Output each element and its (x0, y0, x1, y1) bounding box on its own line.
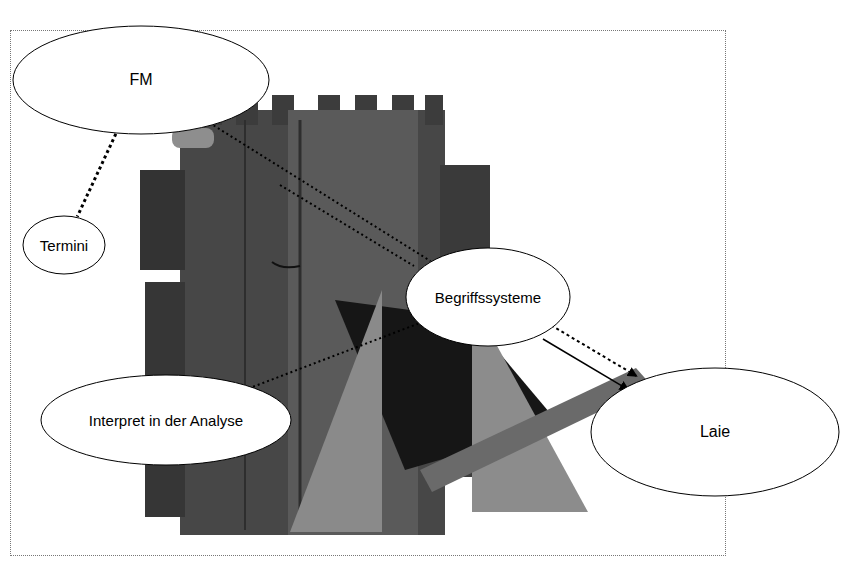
left-column (140, 170, 185, 270)
left-brace (290, 290, 382, 532)
node-label: Termini (40, 237, 88, 254)
ellipse-node: FM (12, 25, 270, 135)
connector (77, 134, 116, 217)
connector (543, 339, 629, 390)
ellipse-node: Termini (22, 215, 106, 275)
node-label: FM (129, 71, 152, 89)
plank-seam (244, 120, 246, 530)
connector (214, 125, 431, 261)
node-label: Interpret in der Analyse (89, 412, 243, 429)
ellipse-node: Laie (590, 367, 840, 497)
node-label: Begriffssysteme (435, 289, 541, 306)
ellipse-node: Begriffssysteme (405, 247, 571, 347)
cord (272, 262, 300, 267)
node-label: Laie (700, 423, 730, 441)
plank-seam (299, 120, 302, 530)
ellipse-node: Interpret in der Analyse (40, 374, 292, 466)
connector (253, 324, 418, 387)
leader-line (280, 185, 414, 266)
